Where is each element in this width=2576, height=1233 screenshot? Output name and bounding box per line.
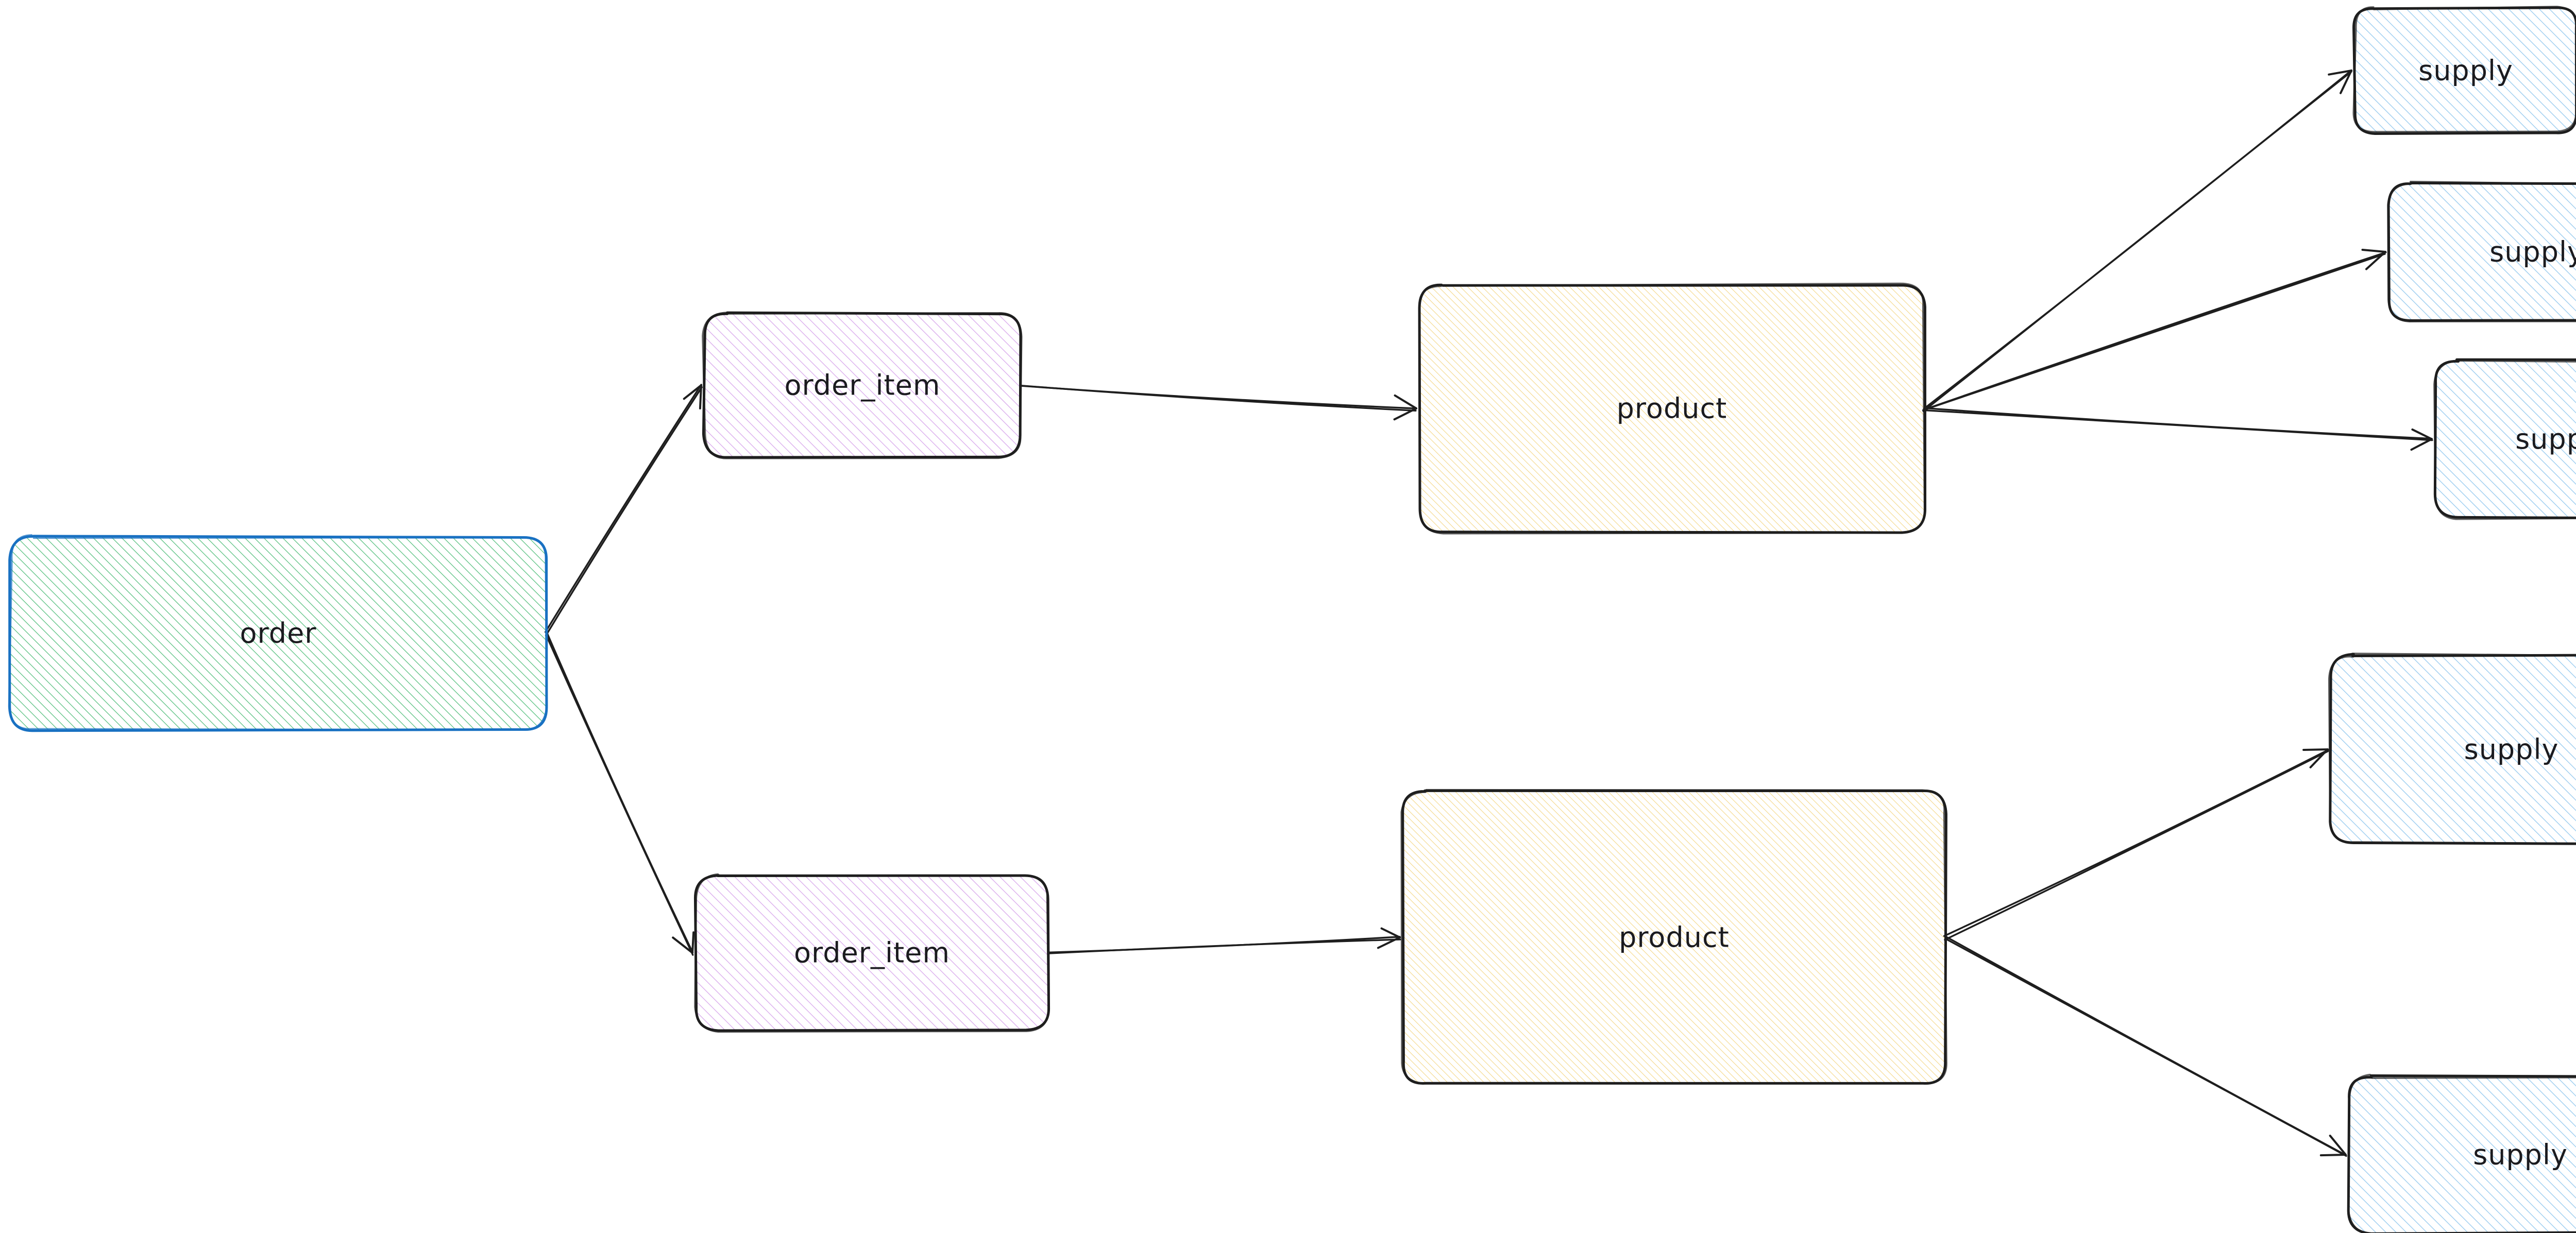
node-order_item_2[interactable]: order_item [693, 873, 1050, 1033]
node-outline [2328, 653, 2576, 845]
node-supply_4[interactable]: supply [2328, 653, 2576, 845]
node-label: supply [2489, 236, 2576, 268]
edge-order_item_2-to-product_2 [1047, 927, 1401, 954]
node-product_1[interactable]: product [1418, 282, 1927, 535]
node-fill [9, 537, 547, 730]
node-outline [1418, 282, 1926, 535]
node-layer: orderorder_itemorder_itemproductproducts… [8, 6, 2576, 1233]
node-order[interactable]: order [8, 534, 548, 732]
node-label: order_item [794, 937, 950, 969]
node-label: supply [2418, 55, 2513, 87]
node-fill [1419, 284, 1925, 533]
node-outline [2433, 359, 2576, 520]
node-outline [8, 534, 548, 731]
node-supply_5[interactable]: supply [2347, 1073, 2576, 1233]
edge-product_1-to-supply_3 [1922, 407, 2433, 451]
node-supply_2[interactable]: supply [2387, 181, 2576, 322]
node-fill [1402, 790, 1945, 1085]
node-product_2[interactable]: product [1400, 789, 1947, 1085]
node-outline [2352, 6, 2576, 133]
node-outline [2347, 1073, 2576, 1233]
edge-product_2-to-supply_5 [1945, 936, 2347, 1157]
node-fill [2348, 1076, 2576, 1233]
node-outline [694, 873, 1049, 1033]
node-fill [2353, 7, 2576, 133]
node-label: order [240, 617, 317, 649]
node-fill [2434, 361, 2576, 518]
node-outline [1400, 789, 1947, 1085]
node-supply_3[interactable]: supply [2433, 358, 2576, 520]
node-fill [694, 875, 1049, 1031]
edge-order-to-order_item_2 [546, 632, 695, 956]
node-order_item_1[interactable]: order_item [702, 311, 1023, 459]
node-fill [2388, 183, 2576, 320]
edge-product_1-to-supply_2 [1923, 248, 2387, 411]
node-outline [2387, 181, 2576, 322]
node-label: product [1619, 921, 1730, 954]
edge-order-to-order_item_1 [544, 384, 703, 637]
edge-product_1-to-supply_1 [1922, 69, 2352, 413]
edge-layer [544, 69, 2433, 1157]
edge-order_item_1-to-product_1 [1020, 384, 1417, 421]
node-label: product [1617, 392, 1727, 425]
node-fill [2330, 654, 2576, 844]
node-label: supply [2473, 1139, 2568, 1171]
edge-product_2-to-supply_4 [1943, 748, 2329, 941]
node-fill [704, 313, 1021, 458]
node-label: order_item [785, 369, 941, 402]
node-supply_1[interactable]: supply [2352, 6, 2576, 135]
node-label: supply [2464, 733, 2559, 766]
node-label: supply [2515, 423, 2576, 455]
node-outline [702, 312, 1023, 459]
